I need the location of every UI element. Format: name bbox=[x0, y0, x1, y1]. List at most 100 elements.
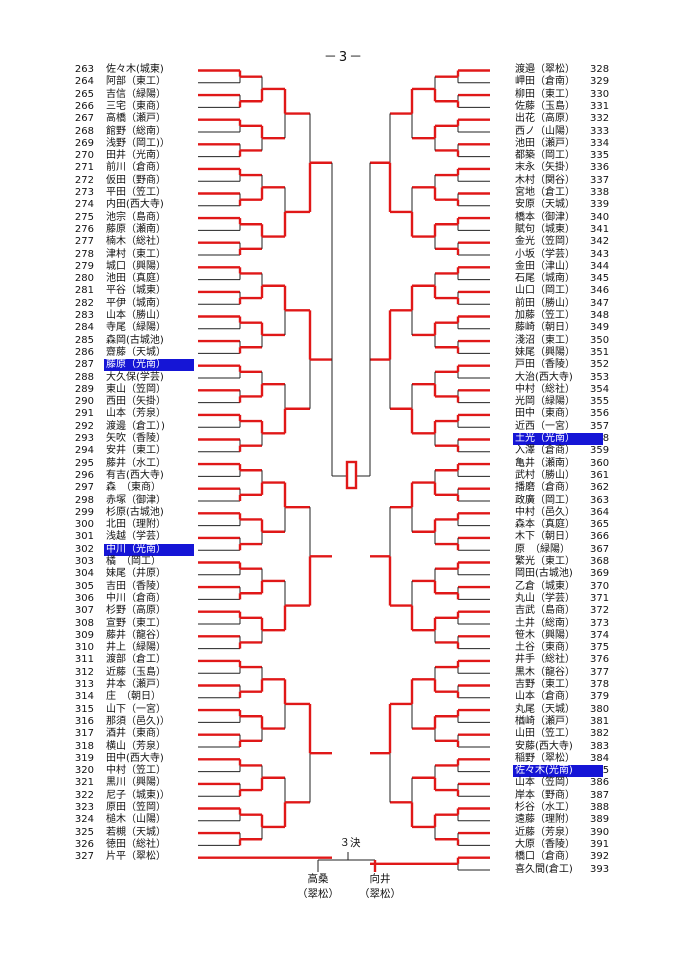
right-entry-number: 348 bbox=[590, 310, 610, 321]
right-entry-number: 363 bbox=[590, 494, 610, 506]
left-entry-name: 森 （東商） bbox=[106, 482, 161, 494]
left-entry-name: 中村（笠工） bbox=[106, 765, 166, 777]
right-entry-number: 386 bbox=[590, 777, 610, 789]
third-place-right-school: （翠松） bbox=[359, 888, 401, 900]
left-entry-number: 302 bbox=[74, 543, 94, 555]
right-entry-number: 377 bbox=[590, 666, 610, 678]
right-entry-number: 359 bbox=[590, 445, 610, 457]
left-entry-number: 271 bbox=[74, 162, 94, 174]
right-entry-name: 末永（矢掛） bbox=[515, 162, 575, 174]
right-entry-name: 播磨（倉商） bbox=[515, 482, 575, 494]
left-entry-number: 314 bbox=[74, 691, 94, 703]
left-entry-name: 徳田（総社） bbox=[106, 838, 166, 850]
left-entry-name: 井上（緑陽） bbox=[106, 642, 166, 654]
right-entry-name: 亀井（瀬南） bbox=[515, 457, 575, 469]
left-entry-name: 三宅（東商） bbox=[106, 100, 166, 112]
right-entry-number: 382 bbox=[590, 728, 610, 740]
right-entry-number: 355 bbox=[590, 396, 610, 408]
right-entry-name: 賦句（城東） bbox=[515, 223, 575, 235]
left-entry-name: 槌木（山陽） bbox=[106, 814, 166, 826]
right-entry-number: 360 bbox=[590, 457, 610, 469]
left-entry-number: 307 bbox=[74, 605, 94, 617]
right-entry-name: 山本（笠岡） bbox=[515, 777, 575, 789]
left-entry-name: 近藤（玉島） bbox=[106, 666, 166, 678]
left-entry-number: 317 bbox=[74, 728, 94, 740]
right-entry-number: 368 bbox=[590, 556, 610, 567]
right-entry-number: 339 bbox=[590, 199, 610, 211]
right-entry-number: 391 bbox=[590, 838, 610, 850]
left-entry-name: 原田（笠岡） bbox=[106, 802, 166, 813]
right-entry-number: 379 bbox=[590, 691, 610, 703]
right-entry-number: 383 bbox=[590, 740, 610, 752]
right-entry-name: 中村（邑久） bbox=[515, 506, 575, 518]
left-entry-name: 山本（勝山） bbox=[106, 310, 166, 321]
left-entry-number: 323 bbox=[74, 802, 94, 813]
left-entry-number: 282 bbox=[74, 297, 94, 309]
left-entry-number: 274 bbox=[74, 199, 94, 211]
left-entry-name: 赤塚（御津） bbox=[106, 494, 166, 506]
left-entry-name: 西田（矢掛） bbox=[106, 396, 166, 408]
left-entry-name: 酒井（東商） bbox=[106, 728, 166, 740]
left-entry-name: 森岡(古城池) bbox=[106, 334, 164, 346]
left-entry-name: 矢吹（香陵） bbox=[106, 433, 166, 444]
right-entry-number: 373 bbox=[590, 617, 610, 629]
left-entry-number: 299 bbox=[74, 506, 94, 518]
right-entry-name: 小坂（学芸） bbox=[515, 248, 575, 260]
right-entry-name: 丸山（学芸） bbox=[515, 592, 575, 604]
left-entry-name: 津村（東工） bbox=[106, 248, 166, 260]
right-entry-name: 戸田（香陵） bbox=[515, 359, 575, 371]
left-entry-name: 吉信（緑陽） bbox=[106, 88, 166, 100]
left-entry-number: 292 bbox=[74, 420, 94, 432]
left-entry-number: 327 bbox=[74, 851, 94, 863]
left-entry-number: 269 bbox=[74, 137, 94, 149]
right-entry-name: 藤崎（朝日） bbox=[515, 322, 575, 334]
right-entry-name: 杉谷（水工） bbox=[515, 802, 575, 813]
left-entry-number: 278 bbox=[74, 248, 94, 260]
right-entry-number: 349 bbox=[590, 322, 610, 334]
left-entry-name: 浅越（学芸） bbox=[106, 531, 166, 543]
left-entry-number: 287 bbox=[74, 359, 94, 371]
left-entry-name: 渡邊（倉工）) bbox=[106, 420, 165, 432]
right-entry-name: 田中（東商） bbox=[515, 408, 575, 420]
right-entry-number: 338 bbox=[590, 187, 610, 198]
left-entry-name: 杉原(古城池) bbox=[106, 506, 164, 518]
left-entry-number: 316 bbox=[74, 715, 94, 727]
champion-marker bbox=[345, 460, 358, 490]
left-entry-name: 楠木（総社） bbox=[106, 236, 166, 248]
left-entry-number: 306 bbox=[74, 592, 94, 604]
left-entry-name: 高橋（瀬戸） bbox=[106, 113, 166, 125]
left-entry-number: 318 bbox=[74, 740, 94, 752]
left-entry-number: 293 bbox=[74, 433, 94, 444]
left-entry-name: 藤井（水工） bbox=[106, 457, 166, 469]
left-entry-name: 中川（倉商） bbox=[106, 592, 166, 604]
right-entry-name: 加藤（笠工） bbox=[515, 310, 575, 321]
left-entry-name: 那須（邑久)） bbox=[106, 715, 170, 727]
right-entry-number: 389 bbox=[590, 814, 610, 826]
left-entry-name: 齋藤（天城） bbox=[106, 346, 166, 358]
right-entry-number: 361 bbox=[590, 469, 610, 481]
left-entry-number: 263 bbox=[74, 64, 94, 75]
left-entry-number: 319 bbox=[74, 752, 94, 764]
right-entry-name: 土井（総南） bbox=[515, 617, 575, 629]
right-entry-number: 331 bbox=[590, 100, 610, 112]
right-entry-name: 光岡（緑陽） bbox=[515, 396, 575, 408]
left-entry-number: 265 bbox=[74, 88, 94, 100]
left-entry-number: 326 bbox=[74, 838, 94, 850]
left-entry-number: 305 bbox=[74, 580, 94, 592]
left-entry-number: 291 bbox=[74, 408, 94, 420]
right-entry-name: 岬田（倉南） bbox=[515, 76, 575, 88]
right-entry-number: 332 bbox=[590, 113, 610, 125]
left-entry-name: 平谷（城東） bbox=[106, 285, 166, 297]
right-entry-number: 329 bbox=[590, 76, 610, 88]
right-entry-name: 安原（天城） bbox=[515, 199, 575, 211]
right-entry-number: 375 bbox=[590, 642, 610, 654]
right-entry-number: 328 bbox=[590, 64, 610, 75]
left-entry-name: 渡部（倉工） bbox=[106, 654, 166, 666]
right-entry-number: 333 bbox=[590, 125, 610, 137]
right-entry-number: 390 bbox=[590, 826, 610, 838]
right-entry-number: 381 bbox=[590, 715, 610, 727]
right-entry-name: 政廣（岡工） bbox=[515, 494, 575, 506]
left-entry-number: 281 bbox=[74, 285, 94, 297]
left-entry-name: 藤原（瀬南） bbox=[106, 223, 166, 235]
right-entry-name: 遠藤（理附） bbox=[515, 814, 575, 826]
